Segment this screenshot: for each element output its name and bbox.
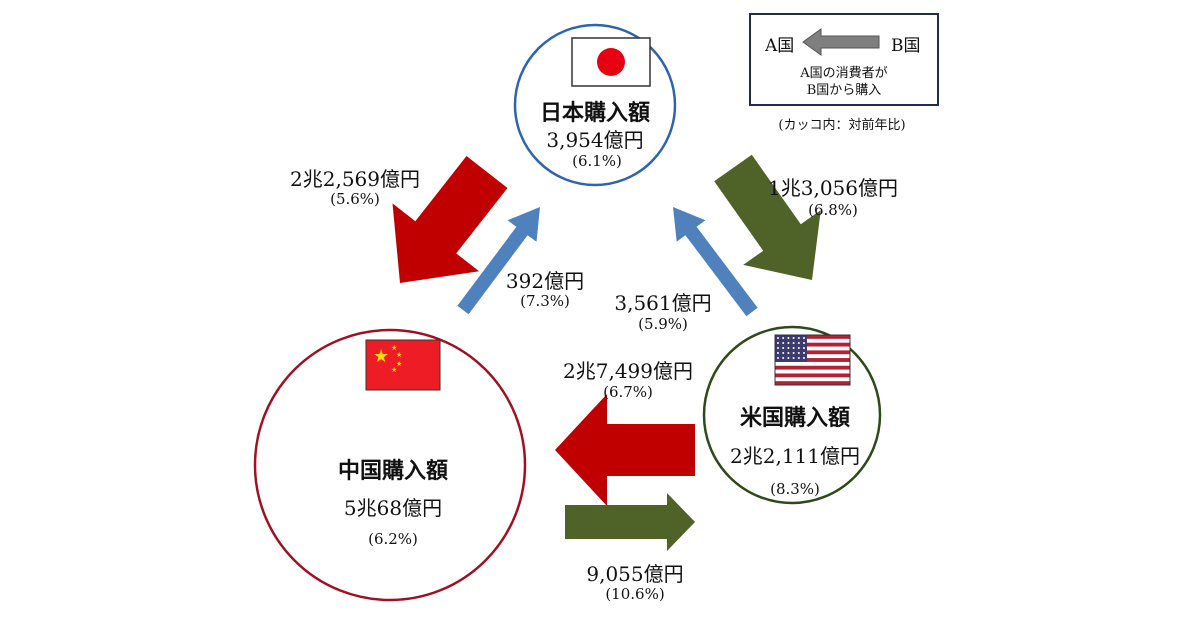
svg-text:★: ★ xyxy=(373,346,389,367)
legend-line-1: A国の消費者が xyxy=(800,66,888,81)
legend-country-a: A国 xyxy=(765,36,795,56)
flow-japan-from-usa-amount: 3,561億円 xyxy=(614,291,712,315)
flow-china-from-japan-growth: (5.6%) xyxy=(330,190,380,208)
legend-country-b: B国 xyxy=(891,36,921,56)
legend-line-2: B国から購入 xyxy=(806,83,882,98)
flow-usa-from-china-amount: 9,055億円 xyxy=(586,562,684,586)
svg-text:★: ★ xyxy=(396,351,402,359)
usa-amount: 2兆2,111億円 xyxy=(730,444,860,468)
flow-usa-from-china-growth: (10.6%) xyxy=(605,585,665,603)
legend-box: A国 B国 A国の消費者が B国から購入 xyxy=(749,13,939,106)
japan-growth: (6.1%) xyxy=(572,152,622,170)
japan-amount: 3,954億円 xyxy=(546,128,644,152)
flow-usa-from-japan-growth: (6.8%) xyxy=(808,201,858,219)
usa-circle xyxy=(702,325,882,505)
usa-title: 米国購入額 xyxy=(739,405,851,431)
china-growth: (6.2%) xyxy=(368,530,418,548)
arrow-china-to-japan xyxy=(457,207,540,315)
china-title: 中国購入額 xyxy=(337,458,449,484)
flow-usa-from-japan-amount: 1兆3,056億円 xyxy=(768,176,898,200)
flow-china-from-usa-amount: 2兆7,499億円 xyxy=(563,359,693,383)
arrow-usa-to-china xyxy=(555,394,695,506)
flow-china-from-usa-growth: (6.7%) xyxy=(603,383,653,401)
china-amount: 5兆68億円 xyxy=(343,496,443,520)
japan-circle xyxy=(513,23,677,187)
svg-text:★: ★ xyxy=(391,366,397,374)
china-flag: ★ ★ ★ ★ ★ xyxy=(365,339,441,391)
arrow-japan-to-usa xyxy=(714,154,821,280)
flow-japan-from-china-growth: (7.3%) xyxy=(520,292,570,310)
japan-flag xyxy=(571,37,651,87)
flow-japan-from-usa-growth: (5.9%) xyxy=(638,315,688,333)
arrow-usa-to-japan xyxy=(673,207,758,317)
china-circle xyxy=(253,328,527,602)
arrow-china-to-usa xyxy=(565,493,695,551)
usa-flag xyxy=(774,334,851,386)
legend-arrow-icon xyxy=(802,28,880,56)
arrow-japan-to-china xyxy=(392,156,508,283)
flow-japan-from-china-amount: 392億円 xyxy=(505,269,585,293)
legend-note: (カッコ内：対前年比) xyxy=(778,118,906,133)
svg-text:★: ★ xyxy=(396,360,402,368)
japan-title: 日本購入額 xyxy=(539,100,651,126)
usa-growth: (8.3%) xyxy=(770,480,820,498)
flow-china-from-japan-amount: 2兆2,569億円 xyxy=(290,167,420,191)
svg-text:★: ★ xyxy=(391,344,397,352)
